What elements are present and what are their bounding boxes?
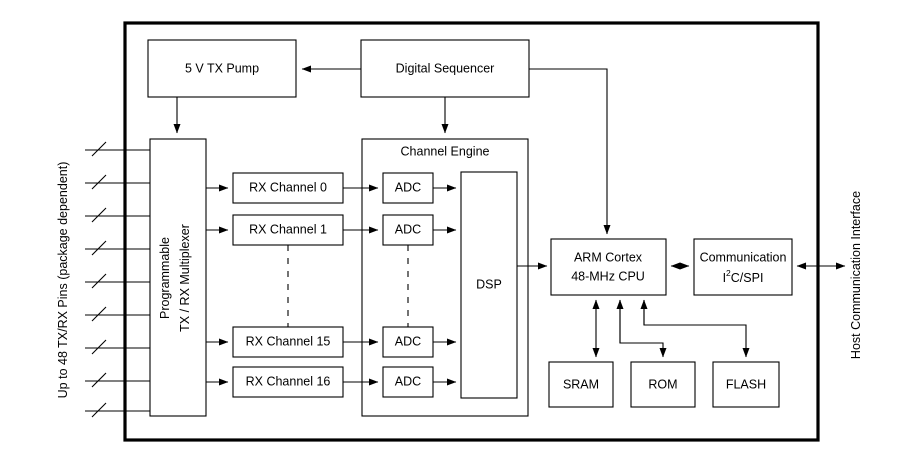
tx-pump-label: 5 V TX Pump xyxy=(185,61,259,75)
host-communication-interface-label: Host Communication Interface xyxy=(849,191,863,359)
cpu-label-line1: ARM Cortex xyxy=(574,250,643,264)
comm-i-glyph: I xyxy=(723,271,726,285)
block-adc-0[interactable] xyxy=(382,172,434,204)
block-rx-channel-1[interactable] xyxy=(232,214,344,246)
digital-sequencer-label: Digital Sequencer xyxy=(396,61,495,75)
block-sram[interactable] xyxy=(548,361,614,408)
rom-label: ROM xyxy=(648,377,677,391)
wire-cpu-to-rom-down xyxy=(619,300,667,358)
mux-label-line1: Programmable xyxy=(158,237,172,319)
comm-label-line2: I2C/SPI xyxy=(723,268,764,285)
cpu-label-line2: 48-MHz CPU xyxy=(571,269,645,283)
adc-16-label: ADC xyxy=(395,374,421,388)
block-rx-channel-16[interactable] xyxy=(232,366,344,398)
chip-package-boundary xyxy=(123,21,820,442)
rx-channel-16-label: RX Channel 16 xyxy=(246,374,331,388)
wire-sequencer-to-cpu xyxy=(529,68,611,235)
block-flash[interactable] xyxy=(712,361,780,408)
channel-engine-label: Channel Engine xyxy=(401,144,490,158)
adc-15-label: ADC xyxy=(395,334,421,348)
rx-channel-0-label: RX Channel 0 xyxy=(249,180,327,194)
block-rx-channel-0[interactable] xyxy=(232,172,344,204)
block-adc-1[interactable] xyxy=(382,214,434,246)
block-rom[interactable] xyxy=(630,361,696,408)
rx-channel-15-label: RX Channel 15 xyxy=(246,334,331,348)
block-adc-16[interactable] xyxy=(382,366,434,398)
adc-0-label: ADC xyxy=(395,180,421,194)
block-communication-i2c-spi[interactable] xyxy=(693,238,793,296)
comm-superscript-2: 2 xyxy=(726,268,731,278)
block-dsp[interactable] xyxy=(460,171,518,399)
block-adc-15[interactable] xyxy=(382,326,434,358)
tx-rx-pins-label: Up to 48 TX/RX Pins (package dependent) xyxy=(56,162,70,399)
block-arm-cortex-cpu[interactable] xyxy=(550,238,667,296)
wire-cpu-to-flash-down xyxy=(643,300,750,358)
comm-label-line1: Communication xyxy=(700,250,787,264)
rx-channel-1-label: RX Channel 1 xyxy=(249,222,327,236)
flash-label: FLASH xyxy=(726,377,766,391)
mux-label-line2: TX / RX Multiplexer xyxy=(178,224,192,332)
tx-rx-pin-lines xyxy=(85,141,150,418)
block-tx-pump[interactable] xyxy=(147,39,297,98)
sram-label: SRAM xyxy=(563,377,599,391)
adc-1-label: ADC xyxy=(395,222,421,236)
block-programmable-mux[interactable] xyxy=(149,138,207,417)
comm-c-spi-glyph: C/SPI xyxy=(731,271,764,285)
dsp-label: DSP xyxy=(476,277,502,291)
